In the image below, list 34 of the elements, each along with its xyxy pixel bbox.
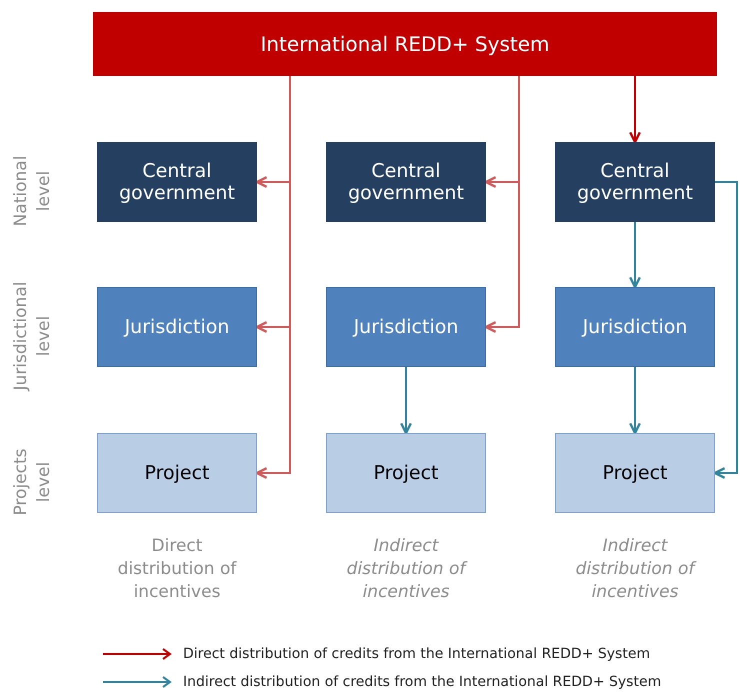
level-box [326,287,486,367]
column-caption: Direct distribution of incentives [116,535,238,604]
column-caption: Indirect distribution of incentives [574,535,698,604]
level-label: National level [10,154,55,228]
title-text: International REDD+ System [260,32,550,56]
arrow [629,222,641,288]
legend-text: Direct distribution of credits from the International REDD+ System [183,645,650,664]
column-caption: Indirect distribution of incentives [346,535,468,604]
level-box [555,287,715,367]
level-box [555,433,715,513]
level-box [97,287,257,367]
arrow [400,367,412,434]
box-label: Jurisdiction [124,316,230,338]
system-box [93,12,717,76]
level-box [97,433,257,513]
box-label: Jurisdiction [582,316,688,338]
arrow [484,76,520,333]
level-box [97,142,257,222]
level-label: Jurisdictional level [10,281,55,391]
arrow [629,367,641,434]
legend-text: Indirect distribution of credits from the International REDD+ System [183,673,662,692]
box-label: Central government [118,160,236,204]
level-box [326,433,486,513]
box-label: Jurisdiction [354,316,458,338]
level-label: Projects level [10,447,55,518]
level-box [555,142,715,222]
box-label: Project [373,462,438,484]
box-label: Central government [347,160,465,204]
box-label: Project [144,462,210,484]
arrow [629,76,641,144]
box-label: Project [602,462,668,484]
level-box [326,142,486,222]
arrow [714,181,738,479]
box-label: Central government [576,160,694,204]
